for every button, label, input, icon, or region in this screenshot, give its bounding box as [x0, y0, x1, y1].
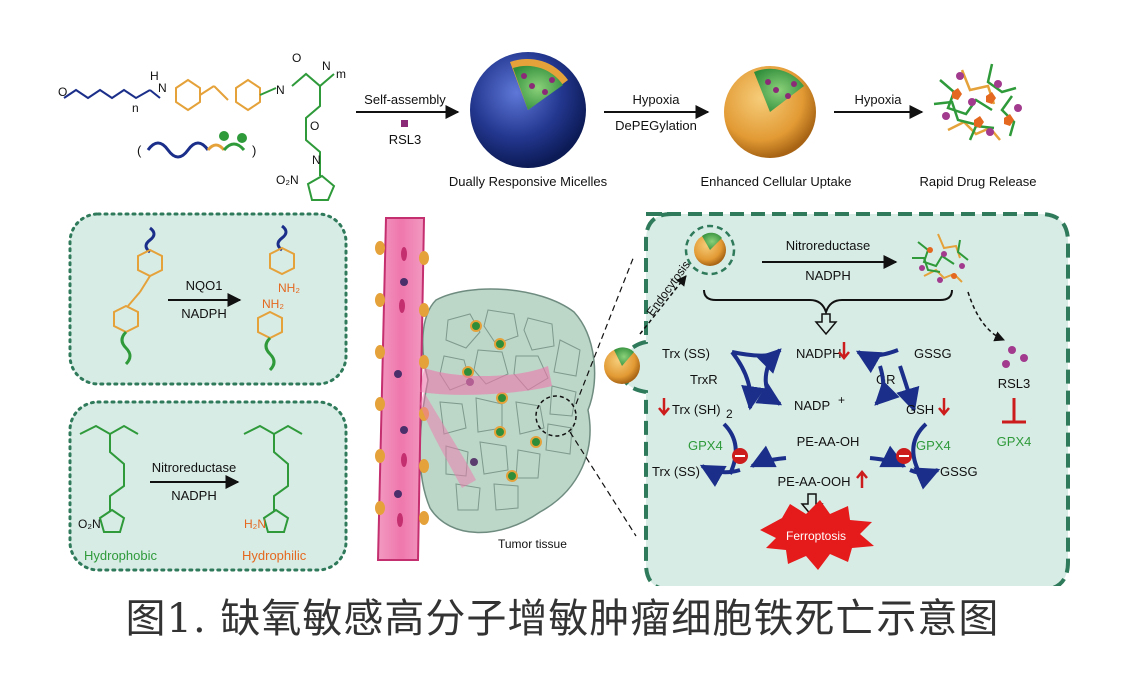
- arrow-hypoxia-release: Hypoxia: [834, 92, 924, 119]
- backbone-n: N: [322, 59, 331, 73]
- cell-rsl3-label: RSL3: [998, 376, 1031, 391]
- peg-sub-n: n: [132, 101, 139, 115]
- arrow-hypoxia-depeg: Hypoxia DePEGylation: [604, 92, 710, 133]
- stage2-caption: Enhanced Cellular Uptake: [700, 174, 851, 189]
- ferroptosis-burst: Ferroptosis: [760, 500, 874, 570]
- paren-left: (: [137, 143, 142, 158]
- trx-sh-label: Trx (SH): [672, 402, 721, 417]
- nadph-label: NADPH: [796, 346, 842, 361]
- gpx4-right-label: GPX4: [916, 438, 951, 453]
- rsl3-drug-label: RSL3: [389, 132, 422, 147]
- trx-ss-out-label: Trx (SS): [652, 464, 700, 479]
- carbonyl-o: O: [292, 51, 301, 65]
- cell-cofactor-label: NADPH: [805, 268, 851, 283]
- figure-canvas: O n H N N O N m O N O₂N ( ): [58, 51, 1070, 592]
- trxr-label: TrxR: [690, 372, 718, 387]
- panel-nitro-reduction: O₂N Nitroreductase NADPH H₂N Hydrophobic…: [68, 400, 348, 572]
- gssg-label: GSSG: [914, 346, 952, 361]
- hypoxia-label-2: Hypoxia: [855, 92, 903, 107]
- azo-enzyme-label: NQO1: [186, 278, 223, 293]
- paren-right: ): [252, 143, 256, 158]
- peg-o-label: O: [58, 85, 67, 99]
- trx-ss-label: Trx (SS): [662, 346, 710, 361]
- nh2-label-1: NH₂: [278, 281, 300, 295]
- backbone-sub-m: m: [336, 67, 346, 81]
- arrow-self-assembly: Self-assembly RSL3: [356, 92, 460, 147]
- nadp-sup: +: [838, 393, 845, 407]
- amide-n: N: [158, 81, 167, 95]
- amide2-n: N: [276, 83, 285, 97]
- self-assembly-label: Self-assembly: [364, 92, 446, 107]
- nitro-cofactor-label: NADPH: [171, 488, 217, 503]
- nitro-enzyme-label: Nitroreductase: [152, 460, 237, 475]
- hydrophobic-label: Hydrophobic: [84, 548, 157, 563]
- hypoxia-label-1: Hypoxia: [633, 92, 681, 107]
- azo-cofactor-label: NADPH: [181, 306, 227, 321]
- amide-h: H: [150, 69, 159, 83]
- tumor-tissue-label: Tumor tissue: [498, 537, 567, 551]
- panel-azo-reduction: NQO1 NADPH NH₂ NH₂: [68, 212, 348, 386]
- ferroptosis-label: Ferroptosis: [786, 529, 846, 543]
- pe-aa-ooh-label: PE-AA-OOH: [778, 474, 851, 489]
- gssg-out-label: GSSG: [940, 464, 978, 479]
- depegylation-label: DePEGylation: [615, 118, 697, 133]
- sidechain-n: N: [312, 153, 321, 167]
- gsh-label: GSH: [906, 402, 934, 417]
- gr-label: GR: [876, 372, 896, 387]
- dually-responsive-micelle: Dually Responsive Micelles: [449, 52, 608, 189]
- nh2-label-2: NH₂: [262, 297, 284, 311]
- depegylated-micelle: Enhanced Cellular Uptake: [700, 66, 852, 189]
- figure-caption: 图1. 缺氧敏感高分子增敏肿瘤细胞铁死亡示意图: [125, 596, 1000, 642]
- nadp-label: NADP: [794, 398, 830, 413]
- gpx4-left-label: GPX4: [688, 438, 723, 453]
- tumor-illustration: Tumor tissue: [375, 217, 596, 561]
- nitro-label: O₂N: [276, 173, 299, 187]
- pe-aa-oh-label: PE-AA-OH: [797, 434, 860, 449]
- hydrophilic-label: Hydrophilic: [242, 548, 307, 563]
- released-network: Rapid Drug Release: [919, 63, 1037, 189]
- stage3-caption: Rapid Drug Release: [919, 174, 1036, 189]
- nitro-h2n-label: H₂N: [244, 517, 266, 531]
- gpx4-inhibited-label: GPX4: [997, 434, 1032, 449]
- sidechain-o: O: [310, 119, 319, 133]
- cell-enzyme-label: Nitroreductase: [786, 238, 871, 253]
- nitro-o2n-label: O₂N: [78, 517, 101, 531]
- cell-panel: Endocytosis Nitroreductase NADPH Trx (SS…: [604, 212, 1070, 592]
- stage1-caption: Dually Responsive Micelles: [449, 174, 608, 189]
- trx-sh-sub: 2: [726, 407, 733, 421]
- polymer-structure: O n H N N O N m O N O₂N ( ): [58, 51, 346, 201]
